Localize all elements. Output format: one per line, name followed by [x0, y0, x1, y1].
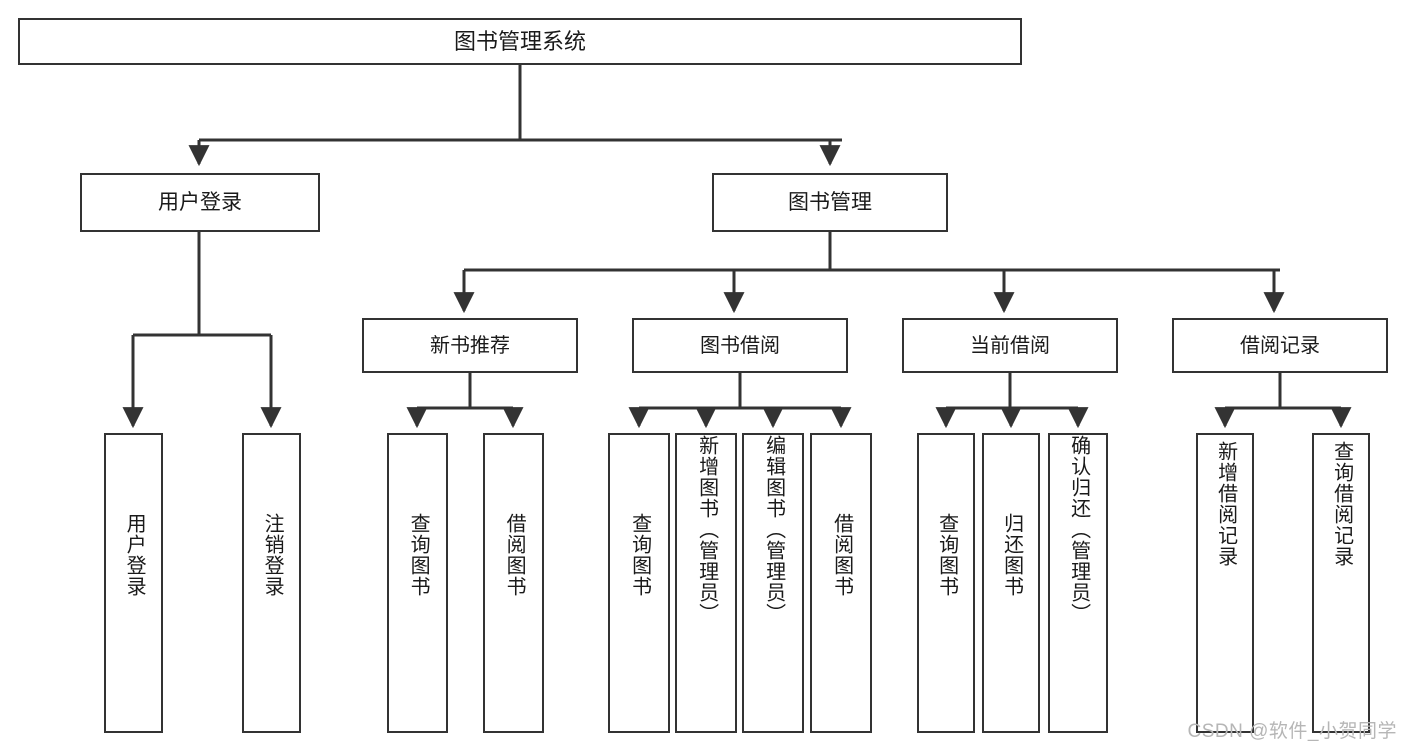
leaf-logout-label: 注销登录: [261, 513, 284, 597]
node-current-borrow[interactable]: 当前借阅: [902, 318, 1118, 373]
node-user-login-label: 用户登录: [158, 191, 242, 214]
leaf-query-book-borrow[interactable]: 查询图书: [608, 433, 670, 733]
leaf-borrow-book[interactable]: 借阅图书: [810, 433, 872, 733]
leaf-query-borrow-record-label: 查询借阅记录: [1330, 441, 1353, 567]
leaf-query-book-current-label: 查询图书: [935, 513, 958, 597]
node-current-borrow-label: 当前借阅: [970, 334, 1050, 357]
leaf-borrow-book-recommend[interactable]: 借阅图书: [483, 433, 544, 733]
leaf-add-book-admin[interactable]: 新增图书（管理员）: [675, 433, 737, 733]
node-new-book-recommend-label: 新书推荐: [430, 334, 510, 357]
node-root[interactable]: 图书管理系统: [18, 18, 1022, 65]
node-book-borrow[interactable]: 图书借阅: [632, 318, 848, 373]
leaf-return-book[interactable]: 归还图书: [982, 433, 1040, 733]
leaf-add-borrow-record-label: 新增借阅记录: [1214, 441, 1237, 567]
leaf-edit-book-admin-label: 编辑图书（管理员）: [762, 435, 785, 624]
csdn-watermark: CSDN @软件_小贺同学: [1187, 721, 1397, 742]
node-new-book-recommend[interactable]: 新书推荐: [362, 318, 578, 373]
leaf-borrow-book-recommend-label: 借阅图书: [503, 513, 526, 597]
node-borrow-record[interactable]: 借阅记录: [1172, 318, 1388, 373]
leaf-query-borrow-record[interactable]: 查询借阅记录: [1312, 433, 1370, 733]
leaf-user-login-label: 用户登录: [123, 513, 146, 597]
node-borrow-record-label: 借阅记录: [1240, 334, 1320, 357]
leaf-query-book-borrow-label: 查询图书: [628, 513, 651, 597]
node-root-label: 图书管理系统: [453, 28, 586, 54]
node-book-manage[interactable]: 图书管理: [712, 173, 948, 232]
leaf-add-book-admin-label: 新增图书（管理员）: [695, 435, 718, 624]
node-book-manage-label: 图书管理: [788, 191, 872, 214]
leaf-return-book-label: 归还图书: [1000, 513, 1023, 597]
leaf-add-borrow-record[interactable]: 新增借阅记录: [1196, 433, 1254, 733]
leaf-query-book-current[interactable]: 查询图书: [917, 433, 975, 733]
leaf-query-book-recommend[interactable]: 查询图书: [387, 433, 448, 733]
node-user-login[interactable]: 用户登录: [80, 173, 320, 232]
node-book-borrow-label: 图书借阅: [700, 334, 780, 357]
leaf-edit-book-admin[interactable]: 编辑图书（管理员）: [742, 433, 804, 733]
leaf-borrow-book-label: 借阅图书: [830, 513, 853, 597]
leaf-confirm-return-admin[interactable]: 确认归还（管理员）: [1048, 433, 1108, 733]
leaf-query-book-recommend-label: 查询图书: [407, 513, 430, 597]
leaf-confirm-return-admin-label: 确认归还（管理员）: [1067, 435, 1090, 624]
leaf-user-login[interactable]: 用户登录: [104, 433, 163, 733]
leaf-logout[interactable]: 注销登录: [242, 433, 301, 733]
